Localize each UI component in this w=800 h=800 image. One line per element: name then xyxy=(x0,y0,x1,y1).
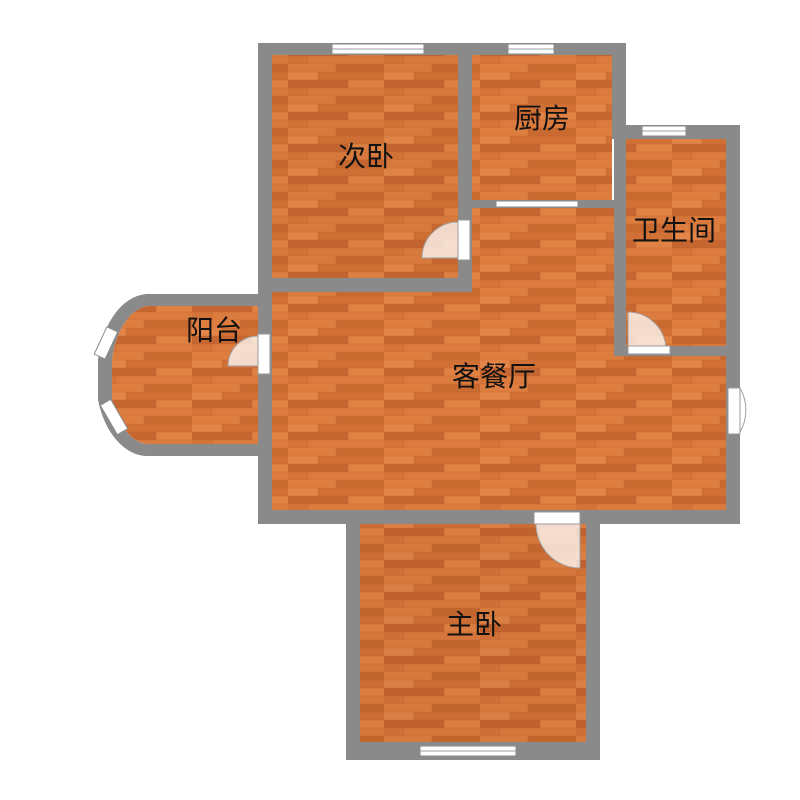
room-labels: 次卧 厨房 卫生间 阳台 客餐厅 主卧 xyxy=(186,102,716,641)
window-kitchen-passage xyxy=(495,200,579,208)
room-label-bathroom: 卫生间 xyxy=(632,214,716,247)
window-second-bedroom xyxy=(331,43,425,55)
room-label-living-dining: 客餐厅 xyxy=(452,360,536,393)
door-entrance xyxy=(727,386,747,435)
door-second-bedroom xyxy=(421,219,471,261)
window-bathroom xyxy=(641,125,687,137)
room-label-second-bedroom: 次卧 xyxy=(338,140,394,173)
floors xyxy=(112,55,726,742)
walls xyxy=(98,43,740,760)
window-balcony-upper xyxy=(93,326,119,360)
room-label-master-bedroom: 主卧 xyxy=(446,608,502,641)
window-master-bedroom xyxy=(419,745,517,757)
door-balcony xyxy=(227,333,271,375)
window-balcony-lower xyxy=(99,398,129,436)
door-bathroom xyxy=(627,311,671,355)
door-master-bedroom xyxy=(533,511,581,569)
room-label-kitchen: 厨房 xyxy=(514,102,570,135)
doors xyxy=(227,219,747,569)
window-kitchen xyxy=(507,43,555,55)
room-label-balcony: 阳台 xyxy=(186,314,242,347)
windows xyxy=(93,43,687,757)
